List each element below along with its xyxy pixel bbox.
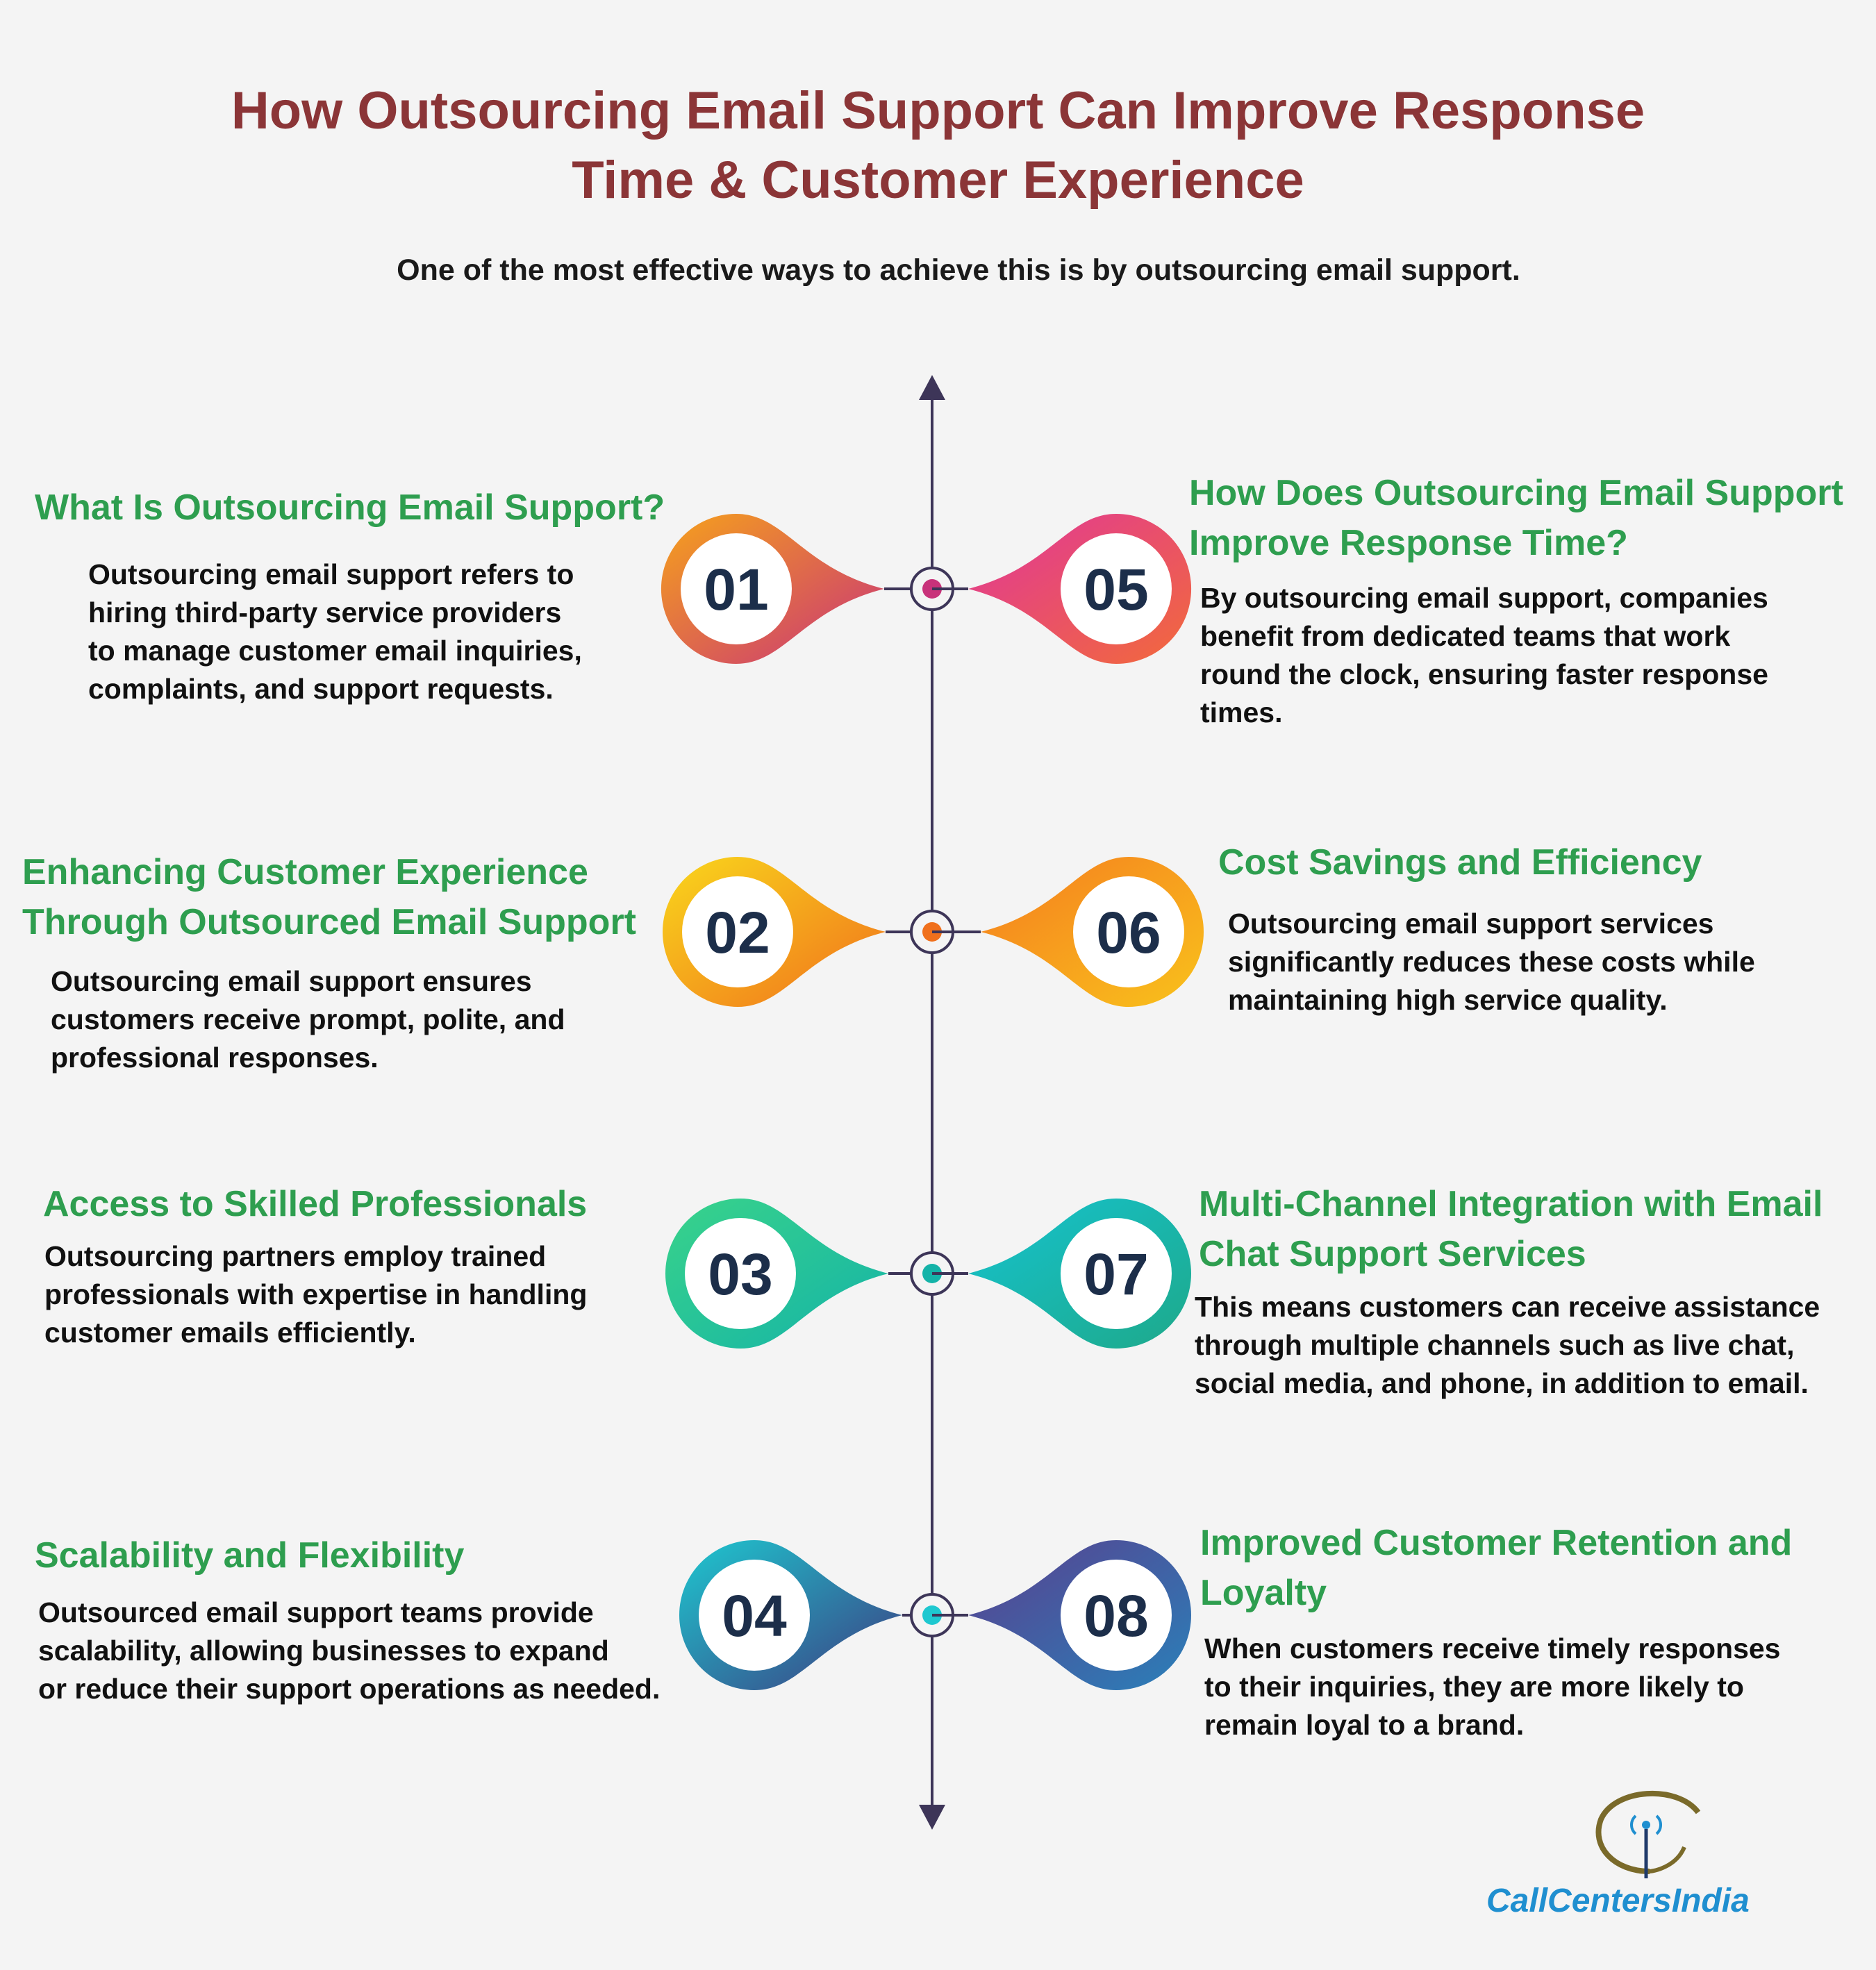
description-line: social media, and phone, in addition to … (1195, 1367, 1809, 1399)
step-description-05: By outsourcing email support, companies b… (1200, 579, 1839, 732)
description-line: This means customers can receive assista… (1195, 1291, 1820, 1323)
description-line: or reduce their support operations as ne… (38, 1673, 661, 1705)
pin-inner-circle (685, 1218, 796, 1329)
step-node-08: 08 (932, 1540, 1191, 1690)
step-description-08: When customers receive timely responses t… (1204, 1630, 1871, 1744)
description-line: benefit from dedicated teams that work (1200, 620, 1731, 652)
description-line: Outsourcing email support refers to (88, 558, 574, 590)
pin-inner-circle (1073, 876, 1184, 987)
step-number: 05 (1084, 557, 1148, 622)
page-title: How Outsourcing Email Support Can Improv… (0, 76, 1876, 215)
pin-inner-circle (699, 1560, 810, 1671)
description-line: By outsourcing email support, companies (1200, 582, 1768, 614)
step-number: 06 (1096, 900, 1161, 965)
axis-arrow-up-icon (919, 375, 945, 400)
step-node-05: 05 (932, 513, 1192, 665)
step-number: 02 (705, 900, 770, 965)
page-subtitle: One of the most effective ways to achiev… (397, 253, 1520, 287)
description-line: professional responses. (51, 1042, 379, 1074)
pin-inner-circle (1061, 1218, 1172, 1329)
pin-inner-circle (681, 533, 792, 644)
description-line: scalability, allowing businesses to expa… (38, 1635, 609, 1667)
step-heading-04: Scalability and Flexibility (35, 1530, 729, 1580)
heading-line: Multi-Channel Integration with Email (1199, 1184, 1823, 1224)
heading-line: Chat Support Services (1199, 1234, 1586, 1274)
callcentersindia-logo (1595, 1790, 1701, 1878)
heading-line: Enhancing Customer Experience (22, 852, 588, 892)
heading-line: Scalability and Flexibility (35, 1535, 465, 1576)
description-line: to their inquiries, they are more likely… (1204, 1671, 1744, 1703)
step-description-01: Outsourcing email support refers to hirin… (88, 556, 686, 708)
step-number: 04 (722, 1583, 787, 1648)
step-node-03: 03 (665, 1199, 932, 1349)
step-node-01: 01 (661, 513, 932, 664)
description-line: remain loyal to a brand. (1204, 1709, 1525, 1741)
heading-line: Loyalty (1200, 1573, 1327, 1613)
pin-inner-circle (1061, 1560, 1172, 1671)
description-line: maintaining high service quality. (1228, 984, 1668, 1016)
satellite-dish-icon (1595, 1790, 1701, 1878)
description-line: round the clock, ensuring faster respons… (1200, 658, 1768, 690)
timeline-axis (919, 375, 945, 1830)
step-description-03: Outsourcing partners employ trained profe… (44, 1237, 683, 1352)
title-line-1: How Outsourcing Email Support Can Improv… (231, 81, 1645, 140)
heading-line: Cost Savings and Efficiency (1218, 842, 1702, 883)
description-line: Outsourcing email support ensures (51, 965, 532, 997)
description-line: through multiple channels such as live c… (1195, 1329, 1795, 1361)
step-node-06: 06 (932, 857, 1204, 1007)
heading-line: Improve Response Time? (1189, 523, 1628, 563)
description-line: customers receive prompt, polite, and (51, 1003, 565, 1035)
step-number: 07 (1084, 1242, 1148, 1307)
step-description-02: Outsourcing email support ensures custome… (51, 962, 676, 1077)
step-number: 01 (704, 557, 768, 622)
step-number: 03 (708, 1242, 772, 1307)
description-line: professionals with expertise in handling (44, 1278, 588, 1310)
logo-text: CallCentersIndia (1486, 1883, 1750, 1919)
description-line: complaints, and support requests. (88, 673, 554, 705)
title-line-2: Time & Customer Experience (572, 151, 1304, 210)
heading-line: How Does Outsourcing Email Support (1189, 473, 1843, 513)
description-line: to manage customer email inquiries, (88, 635, 582, 667)
pin-inner-circle (682, 876, 793, 987)
step-node-04: 04 (679, 1540, 932, 1690)
description-line: Outsourcing email support services (1228, 908, 1714, 940)
description-line: significantly reduces these costs while (1228, 946, 1755, 978)
description-line: hiring third-party service providers (88, 596, 562, 628)
description-line: customer emails efficiently. (44, 1317, 416, 1349)
step-node-07: 07 (932, 1199, 1191, 1349)
step-description-04: Outsourced email support teams provide sc… (38, 1594, 705, 1708)
step-number: 08 (1084, 1583, 1148, 1648)
description-line: Outsourcing partners employ trained (44, 1240, 547, 1272)
step-heading-03: Access to Skilled Professionals (43, 1179, 738, 1229)
description-line: times. (1200, 696, 1283, 728)
step-node-02: 02 (663, 857, 932, 1007)
pin-inner-circle (1061, 533, 1172, 644)
heading-line: Improved Customer Retention and (1200, 1523, 1793, 1563)
step-description-07: This means customers can receive assista… (1195, 1288, 1861, 1403)
step-description-06: Outsourcing email support services signif… (1228, 905, 1867, 1019)
axis-arrow-down-icon (919, 1805, 945, 1830)
description-line: Outsourced email support teams provide (38, 1596, 594, 1628)
heading-line: What Is Outsourcing Email Support? (35, 487, 665, 528)
step-heading-06: Cost Savings and Efficiency (1218, 837, 1871, 887)
description-line: When customers receive timely responses (1204, 1633, 1781, 1664)
heading-line: Through Outsourced Email Support (22, 902, 636, 942)
step-heading-01: What Is Outsourcing Email Support? (35, 483, 729, 533)
heading-line: Access to Skilled Professionals (43, 1184, 588, 1224)
